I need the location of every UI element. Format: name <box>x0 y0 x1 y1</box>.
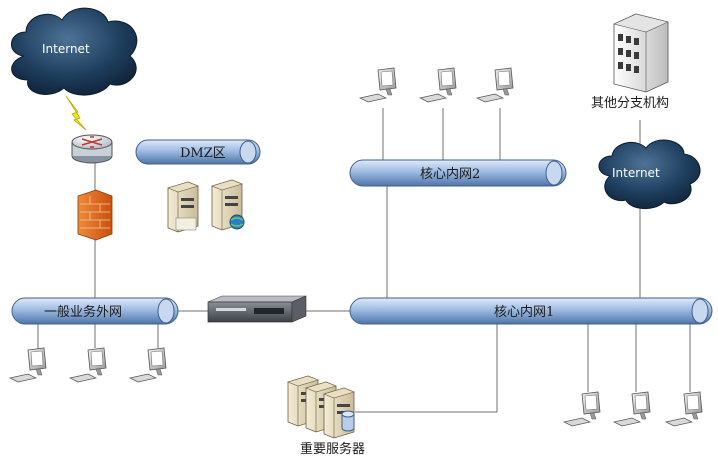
important-servers-label: 重要服务器 <box>300 441 365 457</box>
general-workstations <box>9 347 167 383</box>
core-network-1-segment: 核心内网1 <box>349 297 713 325</box>
cloud-icon <box>11 7 138 96</box>
security-appliance-icon <box>207 295 307 323</box>
workstation-icon <box>359 67 397 103</box>
workstation-icon <box>613 391 651 427</box>
core-network-2-segment: 核心内网2 <box>349 159 567 187</box>
building-icon <box>613 13 669 93</box>
internet-cloud-top: Internet <box>11 7 138 96</box>
core-network-2-label: 核心内网2 <box>420 166 480 182</box>
connection-lines <box>37 108 691 413</box>
workstation-icon <box>563 391 601 427</box>
dmz-segment: DMZ区 <box>135 139 261 165</box>
router-icon <box>71 134 113 164</box>
workstation-icon <box>9 347 47 383</box>
firewall-icon <box>77 189 113 241</box>
database-icon <box>341 410 355 432</box>
branch-office-label: 其他分支机构 <box>591 96 669 111</box>
lightning-icon <box>65 95 87 131</box>
workstation-icon <box>665 391 703 427</box>
general-network-segment: 一般业务外网 <box>11 297 179 325</box>
core2-workstations <box>359 67 514 103</box>
internet-right-label: Internet <box>612 166 660 180</box>
branch-office: 其他分支机构 <box>591 13 669 111</box>
core-network-1-label: 核心内网1 <box>494 304 554 320</box>
internet-cloud-right: Internet <box>598 139 701 209</box>
internet-top-label: Internet <box>42 42 90 56</box>
workstation-icon <box>129 347 167 383</box>
workstation-icon <box>419 67 457 103</box>
dmz-label: DMZ区 <box>180 146 226 161</box>
cloud-icon <box>598 139 701 209</box>
important-servers: 重要服务器 <box>287 375 365 457</box>
workstation-icon <box>476 67 514 103</box>
general-network-label: 一般业务外网 <box>44 304 122 320</box>
dmz-servers <box>167 179 245 233</box>
workstation-icon <box>69 347 107 383</box>
core1-workstations <box>563 391 703 427</box>
globe-icon <box>229 214 245 230</box>
